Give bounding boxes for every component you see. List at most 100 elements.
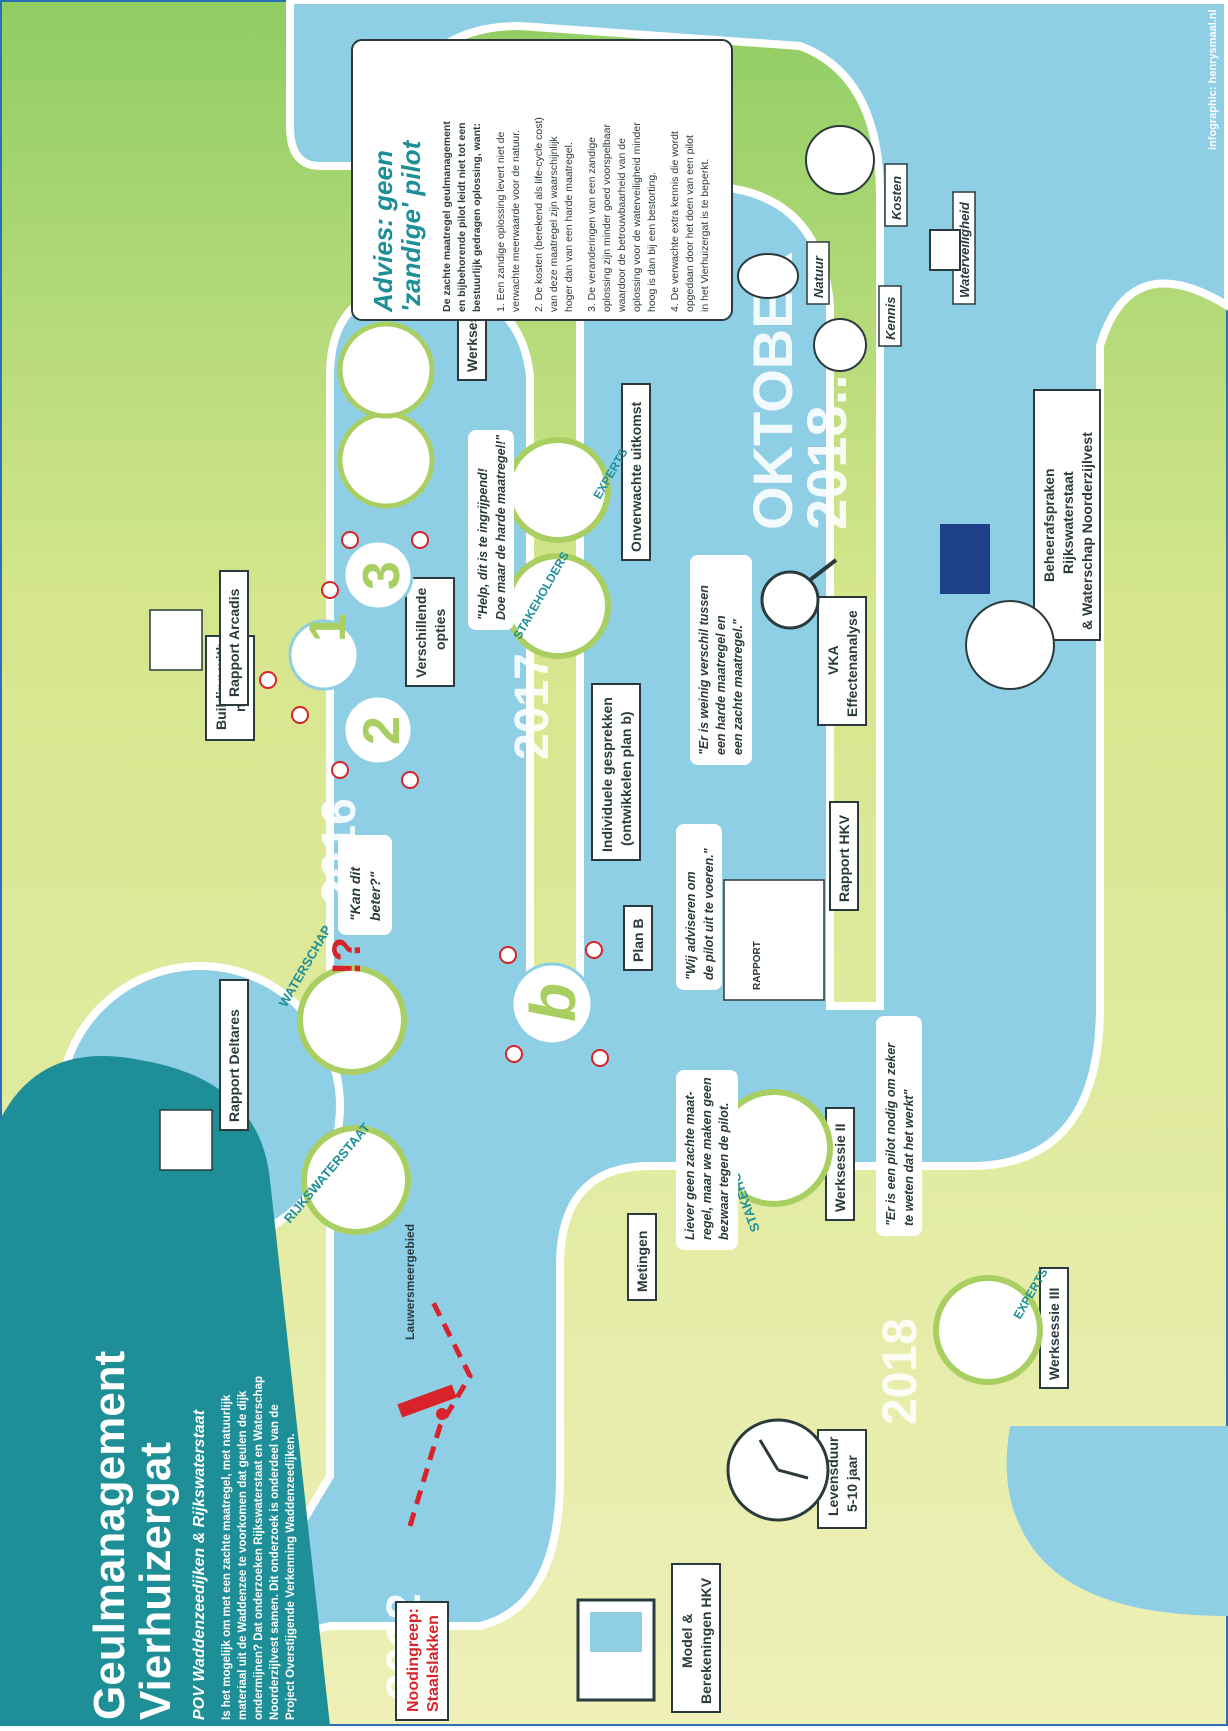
svg-text:5-10 jaar: 5-10 jaar: [844, 1455, 860, 1512]
experts-badge-3: [933, 1275, 1043, 1385]
subtitle: POV Waddenzeedijken & Rijkswaterstaat: [191, 1409, 208, 1720]
hkv-report-icon: RAPPORT: [723, 879, 825, 1001]
svg-text:bezwaar tegen de pilot.: bezwaar tegen de pilot.: [717, 1102, 731, 1240]
svg-text:Werksessie III: Werksessie III: [1046, 1288, 1062, 1380]
svg-text:bestuurlijk gedragen oplossing: bestuurlijk gedragen oplossing, want:: [471, 123, 483, 312]
svg-text:De zachte maatregel geulmanage: De zachte maatregel geulmanagement: [441, 121, 453, 312]
bubble-wij-adviseren: "Wij adviseren om de pilot uit te voeren…: [676, 824, 722, 990]
sign-metingen: Metingen: [627, 1213, 657, 1301]
svg-text:Kennis: Kennis: [883, 297, 898, 340]
svg-text:"Kan dit: "Kan dit: [347, 866, 363, 921]
svg-text:Rijkswaterstaat: Rijkswaterstaat: [1060, 471, 1076, 574]
kennis-atom-icon: [813, 318, 867, 372]
factor-labels: Natuur Kosten Kennis Waterveiligheid: [806, 163, 976, 347]
werksessie-1-group-a: [337, 411, 435, 509]
natuur-fish-icon: [737, 253, 799, 299]
factor-kosten: Kosten: [884, 163, 908, 227]
sign-rapport-hkv: Rapport HKV: [829, 801, 859, 911]
clock-icon: [726, 1418, 830, 1522]
svg-text:Metingen: Metingen: [634, 1231, 650, 1292]
svg-text:verwachte meerwaarde voor de n: verwachte meerwaarde voor de natuur.: [510, 130, 522, 312]
svg-text:oplossing voor de waterveiligh: oplossing voor de waterveiligheid minder: [631, 122, 643, 312]
svg-text:opties: opties: [432, 609, 448, 650]
sign-levensduur: Levensduur 5-10 jaar: [817, 1429, 867, 1529]
advice-title-2: 'zandige' pilot: [396, 139, 426, 312]
svg-text:VKA: VKA: [825, 645, 841, 675]
year-oktober-2018: 2018...: [795, 359, 858, 530]
svg-text:Rapport Deltares: Rapport Deltares: [226, 1009, 242, 1122]
credit-text: infographic: henrysmaal.nl: [1207, 9, 1219, 150]
svg-text:Model &: Model &: [679, 1614, 695, 1668]
intro-line-4: Noorderzijlvest samen. Dit onderzoek is …: [269, 1404, 281, 1720]
waterschap-logo: [965, 600, 1055, 690]
sign-individuele-gesprekken: Individuele gesprekken (ontwikkelen plan…: [591, 683, 641, 861]
title-line-1: Geulmanagement: [85, 1350, 134, 1720]
advice-content: Advies: geen 'zandige' pilot De zachte m…: [368, 117, 711, 313]
sign-vka: VKA Effectenanalyse: [817, 596, 867, 726]
rijkswaterstaat-badge: [301, 1125, 411, 1235]
bubble-help: "Help, dit is te ingrijpend! Doe maar de…: [468, 430, 514, 630]
sign-arcadis: Rapport Arcadis: [219, 570, 249, 706]
intro-line-2: materiaal uit de Waddenzee te voorkomen …: [237, 1390, 249, 1720]
dike-marker: [397, 1384, 457, 1418]
signposts: Noodingreep: Staalslakken Rapport Deltar…: [205, 267, 1101, 1721]
svg-text:Werksessie II: Werksessie II: [832, 1124, 848, 1212]
svg-text:4. De verwachte extra kennis: 4. De verwachte extra kennis die wordt: [669, 131, 681, 312]
waterveiligheid-house-icon: [929, 229, 961, 271]
arcadis-report-icon: [149, 609, 203, 671]
option-2: 2: [353, 716, 411, 745]
rejected-markers: [259, 531, 609, 1067]
svg-text:Noodingreep:: Noodingreep:: [405, 1608, 422, 1712]
svg-text:een harde maatregel en: een harde maatregel en: [714, 615, 728, 755]
factor-waterveiligheid: Waterveiligheid: [952, 191, 976, 305]
title-panel: [0, 1056, 330, 1726]
svg-text:Rapport Arcadis: Rapport Arcadis: [226, 588, 242, 697]
svg-text:waardoor de betrouwbaarheid va: waardoor de betrouwbaarheid van de: [616, 138, 628, 313]
computer-icon: [576, 1598, 656, 1702]
svg-text:opgedaan door het doen van een: opgedaan door het doen van een pilot: [684, 135, 696, 312]
rijksoverheid-logo: [940, 524, 990, 594]
svg-text:"Er is een pilot nodig om zeke: "Er is een pilot nodig om zeker: [884, 1042, 898, 1226]
intro-line-5: Project Overstijgende Verkenning Waddenz…: [285, 1433, 297, 1720]
svg-text:een zachte maatregel.": een zachte maatregel.": [731, 618, 745, 755]
svg-text:1. Een zandige oplossing leve: 1. Een zandige oplossing levert niet de: [495, 131, 507, 312]
place-label: Lauwersmeergebied: [403, 1224, 417, 1340]
magnifier-icon: [760, 558, 838, 630]
svg-text:2. De kosten (berekend als li: 2. De kosten (berekend als life-cycle co…: [533, 117, 545, 312]
svg-text:Verschillende: Verschillende: [413, 588, 429, 678]
kosten-coins-icon: [805, 125, 875, 195]
svg-text:in het Vierhuizergat is te bep: in het Vierhuizergat is te beperkt.: [699, 159, 711, 312]
svg-text:(ontwikkelen plan b): (ontwikkelen plan b): [618, 711, 634, 846]
intro-line-1: Is het mogelijk om met een zachte maatre…: [221, 1394, 233, 1720]
option-1: 1: [299, 613, 357, 642]
waterschap-badge: [297, 965, 407, 1075]
svg-text:de pilot uit te voeren.": de pilot uit te voeren.": [702, 847, 716, 980]
svg-text:Kosten: Kosten: [889, 176, 904, 220]
svg-text:Berekeningen HKV: Berekeningen HKV: [698, 1577, 714, 1704]
svg-text:Individuele gesprekken: Individuele gesprekken: [599, 697, 615, 852]
sign-beheerafspraken: Beheerafspraken Rijkswaterstaat & Waters…: [1033, 389, 1101, 641]
sign-noodingreep: Noodingreep: Staalslakken: [395, 1601, 449, 1721]
svg-text:Natuur: Natuur: [811, 255, 826, 298]
advice-panel: Advies: geen 'zandige' pilot De zachte m…: [351, 39, 733, 321]
title-line-2: Vierhuizergat: [131, 1442, 180, 1720]
bubble-pilot-nodig: "Er is een pilot nodig om zeker te weten…: [876, 1016, 922, 1236]
options: 1 2 3 b: [288, 539, 594, 1046]
dike-point: [436, 1408, 448, 1420]
svg-text:Beheerafspraken: Beheerafspraken: [1041, 468, 1057, 582]
option-3: 3: [353, 561, 411, 590]
deltares-report-icon: [159, 1109, 213, 1171]
svg-text:RAPPORT: RAPPORT: [752, 941, 763, 990]
svg-text:te weten dat het werkt": te weten dat het werkt": [902, 1088, 916, 1226]
svg-text:hoog is dan bij een bestorting: hoog is dan bij een bestorting.: [646, 172, 658, 312]
werksessie-1-group-b: [337, 321, 435, 419]
svg-text:Staalslakken: Staalslakken: [425, 1615, 442, 1712]
svg-text:3. De veranderingen van een z: 3. De veranderingen van een zandige: [586, 137, 598, 312]
bubble-weinig-verschil: "Er is weinig verschil tussen een harde …: [690, 555, 752, 765]
sign-model-hkv: Model & Berekeningen HKV: [671, 1563, 721, 1713]
svg-text:Levensduur: Levensduur: [825, 1436, 841, 1516]
sign-verschillende-opties: Verschillende opties: [405, 577, 455, 687]
bubble-liever-geen: Liever geen zachte maat- regel, maar we …: [676, 1070, 738, 1250]
